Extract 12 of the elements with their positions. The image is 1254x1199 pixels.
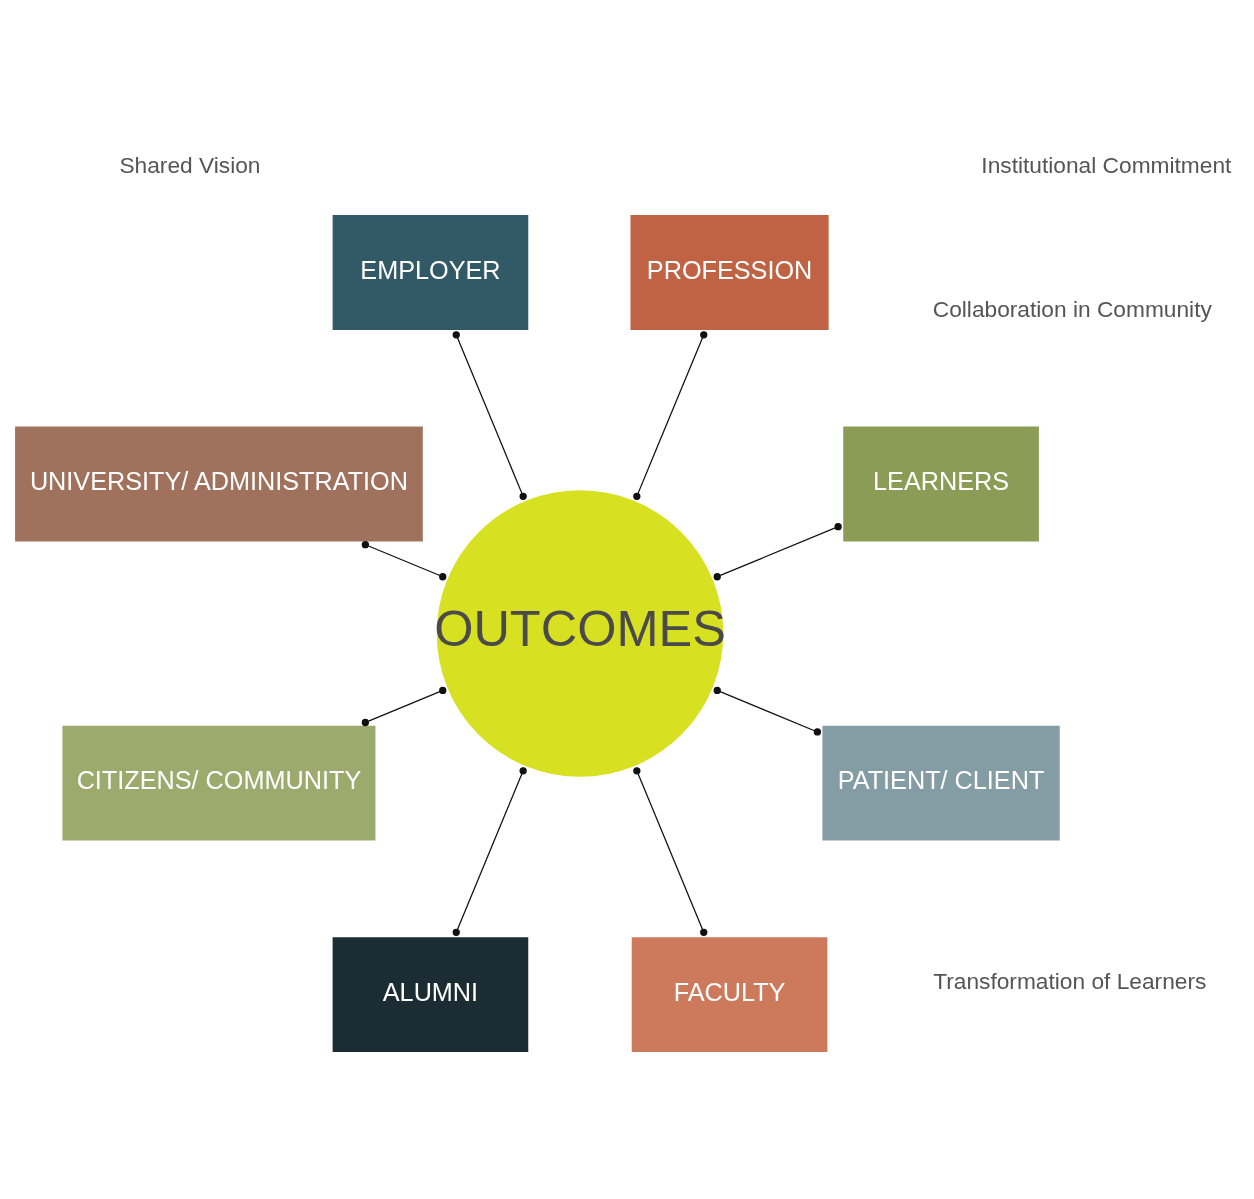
- connector: [633, 331, 708, 500]
- connector: [633, 767, 708, 936]
- connector: [361, 686, 447, 727]
- connector: [452, 331, 527, 500]
- connector: [361, 541, 447, 581]
- label: Shared Vision: [119, 152, 261, 179]
- label: Institutional Commitment: [981, 152, 1232, 179]
- label: Transformation of Learners: [933, 967, 1207, 994]
- connector: [452, 767, 527, 936]
- connector: [713, 523, 842, 581]
- label: Collaboration in Community: [932, 296, 1212, 323]
- connector: [713, 686, 822, 736]
